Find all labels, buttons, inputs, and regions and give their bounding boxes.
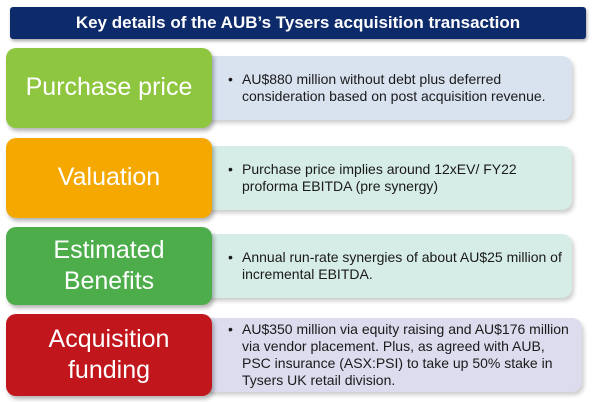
detail-acquisition-funding: • AU$350 million via equity raising and … xyxy=(202,318,582,392)
detail-purchase-price: • AU$880 million without debt plus defer… xyxy=(202,56,572,120)
detail-valuation: • Purchase price implies around 12xEV/ F… xyxy=(202,146,572,210)
bullet: • xyxy=(228,71,233,87)
label-purchase-price: Purchase price xyxy=(6,48,212,128)
bullet: • xyxy=(228,161,233,177)
row-valuation: Valuation • Purchase price implies aroun… xyxy=(6,138,592,218)
page-title: Key details of the AUB’s Tysers acquisit… xyxy=(10,7,586,39)
bullet: • xyxy=(228,249,233,265)
row-estimated-benefits: Estimated Benefits • Annual run-rate syn… xyxy=(6,227,592,305)
row-purchase-price: Purchase price • AU$880 million without … xyxy=(6,48,592,128)
detail-text: AU$350 million via equity raising and AU… xyxy=(242,321,569,388)
label-estimated-benefits: Estimated Benefits xyxy=(6,227,212,305)
bullet: • xyxy=(228,321,233,337)
label-acquisition-funding: Acquisition funding xyxy=(6,314,212,396)
row-acquisition-funding: Acquisition funding • AU$350 million via… xyxy=(6,314,592,396)
label-valuation: Valuation xyxy=(6,138,212,218)
detail-text: Annual run-rate synergies of about AU$25… xyxy=(242,249,562,282)
detail-estimated-benefits: • Annual run-rate synergies of about AU$… xyxy=(202,234,572,298)
detail-text: Purchase price implies around 12xEV/ FY2… xyxy=(242,161,517,194)
detail-text: AU$880 million without debt plus deferre… xyxy=(242,71,546,104)
